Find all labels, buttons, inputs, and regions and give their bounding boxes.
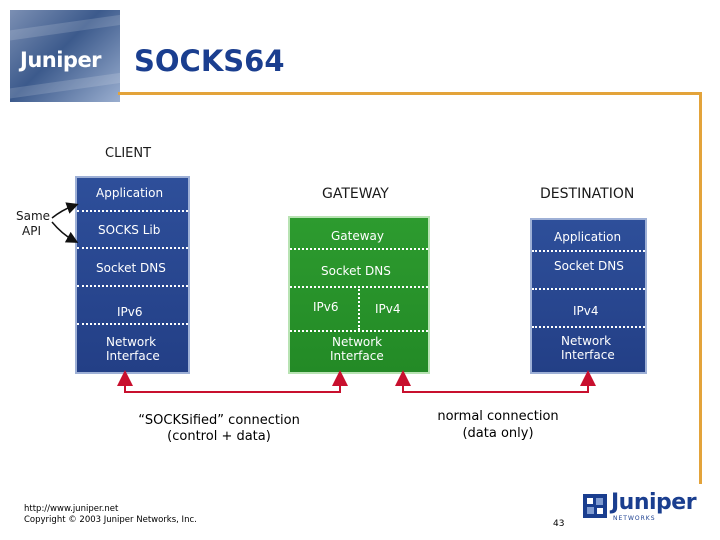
client-socket-dns-layer: Socket DNS: [96, 261, 166, 275]
destination-network-interface-line1: Network: [561, 334, 612, 348]
normal-caption-line2: (data only): [462, 426, 534, 441]
gateway-network-interface-line2: Interface: [330, 349, 384, 363]
same-api-label-line2: API: [22, 224, 41, 238]
client-ipv6-layer: IPv6: [117, 305, 143, 319]
slide-title: SOCKS64: [134, 44, 285, 78]
socksified-caption-line1: “SOCKSified” connection: [138, 413, 300, 428]
normal-connection-arrow: [395, 370, 596, 393]
gateway-ipv6-layer: IPv6: [313, 300, 339, 314]
destination-ipv4-layer: IPv4: [573, 304, 599, 318]
page-number: 43: [553, 519, 565, 529]
gateway-stack: [288, 216, 430, 374]
client-network-interface-line2: Interface: [106, 349, 160, 363]
normal-caption-line1: normal connection: [437, 409, 559, 424]
gateway-title: GATEWAY: [322, 186, 389, 202]
gateway-gateway-layer: Gateway: [331, 229, 385, 243]
same-api-arrow-lower: [51, 221, 79, 243]
header-logo: Juniper: [10, 10, 120, 102]
same-api-arrow-upper: [51, 202, 79, 219]
socksified-connection-arrow: [117, 370, 348, 393]
destination-stack: [530, 218, 647, 374]
right-border-line: [699, 92, 702, 484]
footer-text: http://www.juniper.net Copyright © 2003 …: [24, 504, 197, 526]
socksified-caption-line2: (control + data): [167, 429, 271, 444]
same-api-label-line1: Same: [16, 209, 51, 223]
client-application-layer: Application: [96, 186, 164, 200]
header-logo-text: Juniper: [20, 48, 102, 72]
client-stack: [75, 176, 190, 374]
destination-title: DESTINATION: [540, 186, 635, 202]
gateway-socket-dns-layer: Socket DNS: [321, 264, 391, 278]
footer-logo-text: Juniper: [611, 490, 697, 515]
footer-copyright: Copyright © 2003 Juniper Networks, Inc.: [24, 515, 197, 525]
destination-application-layer: Application: [554, 230, 622, 244]
client-network-interface-line1: Network: [106, 335, 157, 349]
title-divider: [118, 92, 702, 95]
destination-network-interface-line2: Interface: [561, 348, 615, 362]
juniper-mark-icon: [583, 494, 607, 518]
client-title: CLIENT: [105, 146, 152, 161]
footer-logo-subtext: NETWORKS: [613, 515, 656, 522]
destination-socket-dns-layer: Socket DNS: [554, 259, 624, 273]
footer-logo: Juniper NETWORKS: [583, 490, 709, 525]
gateway-ipv4-layer: IPv4: [375, 302, 401, 316]
gateway-network-interface-line1: Network: [332, 335, 383, 349]
client-socks-lib-layer: SOCKS Lib: [98, 223, 161, 237]
footer-url: http://www.juniper.net: [24, 504, 119, 514]
